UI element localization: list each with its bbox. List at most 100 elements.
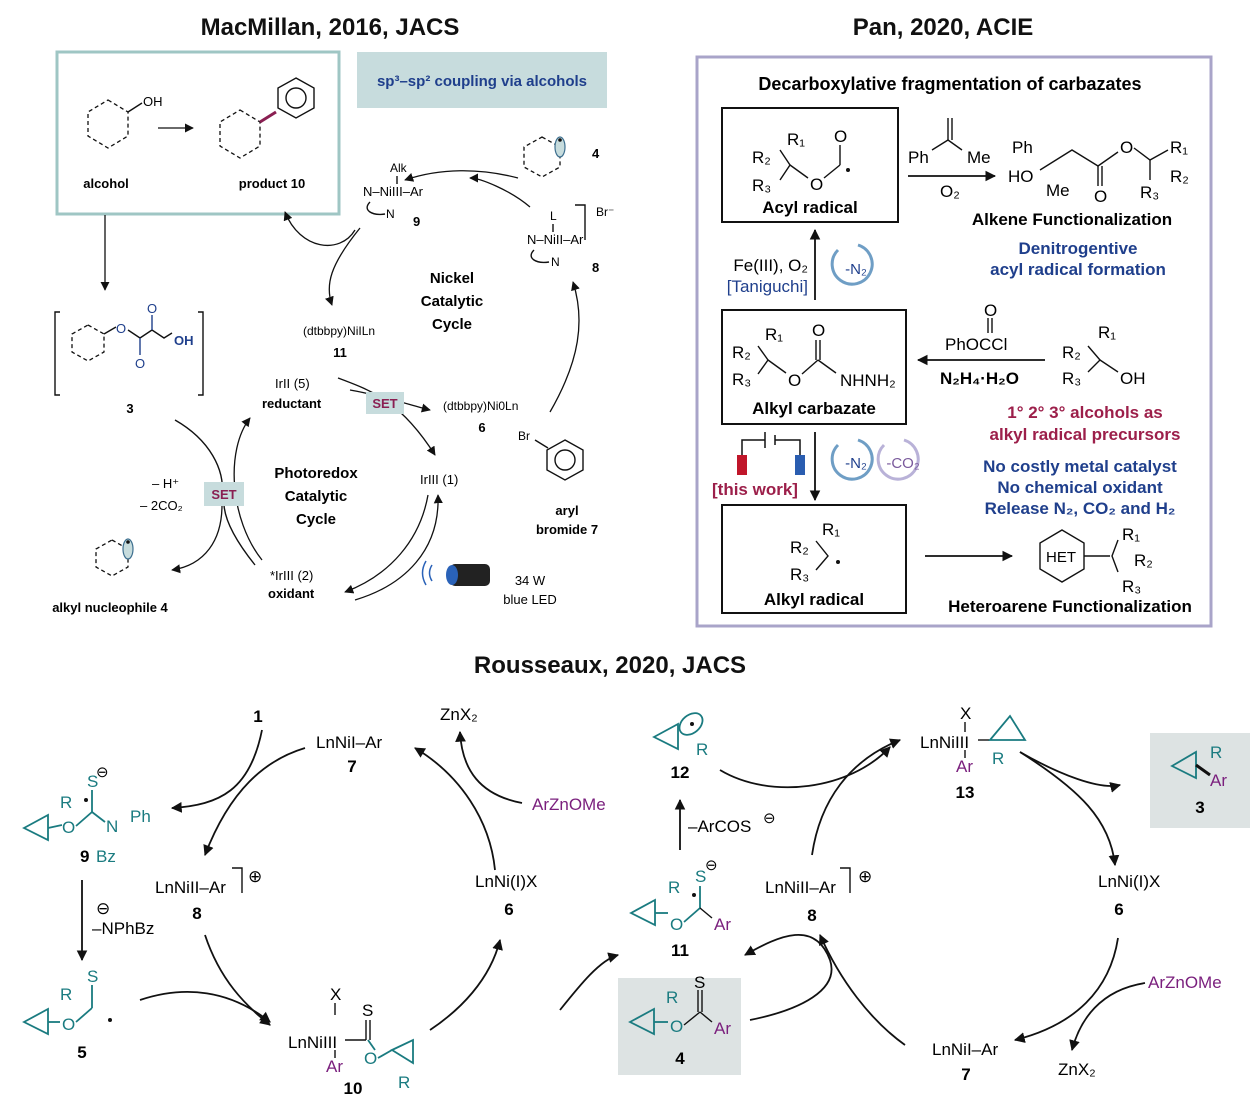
rr-arcos: –ArCOS	[688, 817, 751, 836]
rr-nix-number: 6	[1114, 900, 1123, 919]
ni0-number: 6	[478, 420, 485, 435]
led-label-1: 34 W	[515, 573, 546, 588]
aryl-label-1: aryl	[555, 503, 578, 518]
svg-text:O: O	[984, 301, 997, 320]
minus-h: – H⁺	[152, 476, 179, 491]
rl-nphbz: –NPhBz	[92, 919, 154, 938]
arrow-radical-to-ni3	[404, 170, 519, 182]
svg-text:Bz: Bz	[96, 847, 116, 866]
set-label-top: SET	[372, 396, 397, 411]
svg-text:R₃: R₃	[752, 176, 771, 195]
rr-arrow-4-to-11	[744, 934, 833, 1021]
rl-arrow-10-to-6	[429, 938, 503, 1031]
ni0-complex: (dtbbpy)Ni0Ln	[443, 399, 518, 413]
rr-arrow-7-to-8	[819, 934, 906, 1046]
ni3-complex: N–NiIII–Ar	[363, 184, 424, 199]
banner-text: sp³–sp² coupling via alcohols	[377, 73, 587, 90]
svg-text:L: L	[550, 209, 557, 223]
svg-text:Photoredox: Photoredox	[274, 465, 358, 482]
nucleophile-ring	[95, 539, 129, 577]
rr-ni3-label: LnNiIII	[920, 733, 969, 752]
svg-text:R₃: R₃	[1140, 183, 1159, 202]
phenyl-ring	[277, 77, 315, 119]
svg-text:Catalytic: Catalytic	[285, 488, 348, 505]
radical-ring	[523, 136, 561, 178]
pan-box-title: Decarboxylative fragmentation of carbaza…	[758, 74, 1141, 94]
rl-ni3-label: LnNiIII	[288, 1033, 337, 1052]
hetero-func-label: Heteroarene Functionalization	[948, 597, 1192, 616]
svg-text:R₃: R₃	[732, 370, 751, 389]
rr-ni1-label: LnNiI–Ar	[932, 1040, 998, 1059]
svg-text:Br⁻: Br⁻	[596, 205, 614, 219]
svg-text:NHNH₂: NHNH₂	[840, 371, 896, 390]
svg-text:R: R	[60, 985, 72, 1004]
rl-arrow-6-to-7	[414, 747, 496, 871]
svg-text:O: O	[810, 175, 823, 194]
svg-text:N: N	[386, 207, 395, 221]
ni2-complex: N–NiII–Ar	[527, 232, 584, 247]
nucleophile-label: alkyl nucleophile 4	[52, 600, 168, 615]
svg-text:R: R	[1210, 743, 1222, 762]
ni2-number: 8	[592, 260, 599, 275]
svg-text:S: S	[87, 967, 98, 986]
denitro-2: acyl radical formation	[990, 260, 1166, 279]
nickel-cycle-2: Catalytic	[421, 293, 484, 310]
rr-ni3-number: 13	[956, 783, 975, 802]
svg-text:O: O	[1120, 138, 1133, 157]
ni3-number: 9	[413, 214, 420, 229]
rr-arrow-6-to-7	[1013, 937, 1119, 1043]
svg-text:Ar: Ar	[714, 915, 731, 934]
rr-arrow-12-to-13	[719, 746, 891, 789]
svg-text:X: X	[330, 985, 341, 1004]
svg-text:O: O	[364, 1049, 377, 1068]
svg-text:R: R	[666, 988, 678, 1007]
aryl-label-2: bromide 7	[536, 522, 598, 537]
led-label-2: blue LED	[503, 592, 556, 607]
rr-product-box	[1150, 733, 1250, 828]
rr-int13-cyclopropane	[988, 714, 1027, 741]
svg-text:S: S	[362, 1001, 373, 1020]
svg-text:R: R	[398, 1073, 410, 1092]
taniguchi-label: [Taniguchi]	[727, 277, 808, 296]
rr-arrow-left-to-4	[559, 952, 620, 1011]
arrow-star-to-ir3	[354, 494, 443, 601]
bracket-ni2	[575, 204, 586, 240]
alcohols-red-1: 1° 2° 3° alcohols as	[1007, 403, 1163, 422]
oxalate-o: O	[116, 321, 126, 336]
rl-ni3-number: 10	[344, 1079, 363, 1098]
rl-int9-cyclopropane	[22, 813, 49, 842]
svg-text:R: R	[992, 749, 1004, 768]
svg-text:R₂: R₂	[790, 538, 809, 557]
nickel-cycle-3: Cycle	[432, 316, 472, 333]
svg-text:Me: Me	[967, 148, 991, 167]
ni1-complex: (dtbbpy)NiILn	[303, 324, 375, 338]
svg-text:O: O	[135, 356, 145, 371]
ir3-label: IrIII (1)	[420, 472, 458, 487]
svg-text:O: O	[62, 818, 75, 837]
svg-text:⊖: ⊖	[763, 810, 776, 827]
svg-text:Br: Br	[518, 429, 530, 443]
radical-number: 4	[592, 146, 600, 161]
svg-text:Cycle: Cycle	[296, 511, 336, 528]
rl-ni2-number: 8	[192, 904, 201, 923]
svg-text:O₂: O₂	[940, 182, 960, 201]
nickel-cycle-1: Nickel	[430, 270, 474, 287]
alk-label: Alk	[390, 161, 408, 175]
alkyl-radical-box	[721, 504, 907, 614]
rl-nix-label: LnNi(I)X	[475, 872, 537, 891]
svg-text:Ar: Ar	[326, 1057, 343, 1076]
svg-text:⊕: ⊕	[248, 867, 262, 886]
alcohol-label: alcohol	[83, 176, 129, 191]
acyl-radical-box	[721, 107, 899, 223]
oxalate-oh: OH	[174, 333, 194, 348]
rr-ni1-number: 7	[961, 1065, 970, 1084]
macmillan-title: MacMillan, 2016, JACS	[201, 14, 460, 41]
svg-text:-N₂: -N₂	[845, 261, 867, 278]
alcohol-oh: OH	[143, 94, 163, 109]
svg-text:Me: Me	[1046, 181, 1070, 200]
fe-label: Fe(III), O₂	[733, 256, 808, 275]
svg-text:HET: HET	[1046, 549, 1076, 566]
svg-text:R₁: R₁	[765, 325, 783, 344]
this-work-label: [this work]	[712, 480, 798, 499]
n2-badge-bottom	[830, 438, 874, 481]
